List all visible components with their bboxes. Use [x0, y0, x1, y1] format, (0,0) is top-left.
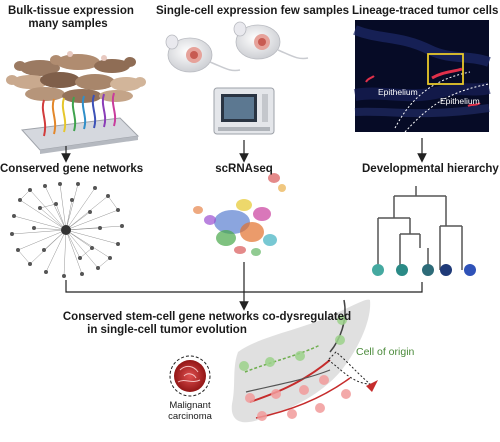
hierarchy-label: Developmental hierarchy — [362, 163, 499, 175]
converging-arrows — [65, 262, 423, 311]
hierarchy-leaf-node — [464, 264, 476, 276]
mouse-pile-illustration — [6, 51, 146, 103]
hierarchy-leaf-node — [396, 264, 408, 276]
hierarchy-leaves — [372, 264, 476, 276]
tumor-evolution-landscape — [231, 299, 378, 423]
white-mice-illustration — [165, 21, 309, 73]
hierarchy-tree — [377, 186, 463, 270]
epithelium-label-right: Epithelium — [440, 96, 480, 106]
lineage-title: Lineage-traced tumor cells — [352, 5, 499, 17]
gene-network-nodes — [10, 182, 124, 278]
sequencer-machine — [213, 87, 275, 135]
hierarchy-leaf-node — [372, 264, 384, 276]
microarray-slide — [20, 92, 140, 154]
hierarchy-leaf-node — [422, 264, 434, 276]
umap-cluster-plot — [193, 173, 286, 256]
malignant-cell — [169, 355, 211, 397]
gene-network-graph — [11, 183, 123, 277]
bottom-title-line1: Conserved stem-cell gene networks co-dys… — [62, 311, 352, 323]
bottom-title-line2: in single-cell tumor evolution — [87, 324, 247, 336]
epithelium-label-left: Epithelium — [378, 87, 418, 97]
bulk-title-line1: Bulk-tissue expression — [8, 5, 134, 17]
arrows-top — [61, 138, 427, 163]
single-cell-title: Single-cell expression few samples — [156, 5, 350, 17]
malignant-label-line2: carcinoma — [168, 411, 212, 422]
malignant-label-line1: Malignant — [169, 400, 211, 411]
scrnaseq-label: scRNAseq — [215, 163, 273, 175]
bulk-title-line2: many samples — [28, 18, 108, 30]
networks-label: Conserved gene networks — [0, 163, 144, 175]
cell-of-origin-label: Cell of origin — [356, 346, 415, 358]
lineage-micrograph — [353, 20, 491, 133]
hierarchy-leaf-node — [440, 264, 452, 276]
